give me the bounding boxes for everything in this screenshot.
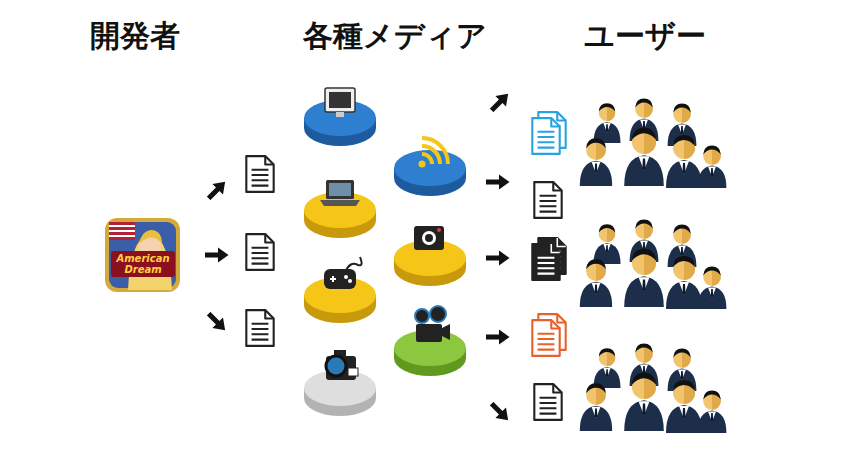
media-disc: [304, 350, 376, 416]
app-logo-text: American Dream: [113, 254, 173, 275]
media-disc: [394, 306, 466, 376]
user-group: [580, 99, 727, 433]
column-heading: 各種メディア: [303, 18, 487, 54]
media-disc: [394, 226, 466, 286]
column-heading: 開発者: [90, 18, 180, 54]
media-disc: [304, 180, 376, 238]
document-icon: [532, 112, 565, 420]
media-disc: [304, 88, 376, 146]
arrow-icon: [486, 89, 513, 426]
media-disc: [394, 138, 466, 196]
document-icon: [246, 156, 273, 346]
column-heading: ユーザー: [584, 18, 706, 54]
app-icon: [105, 218, 180, 292]
media-disc: [304, 257, 376, 323]
arrow-icon: [203, 177, 230, 336]
